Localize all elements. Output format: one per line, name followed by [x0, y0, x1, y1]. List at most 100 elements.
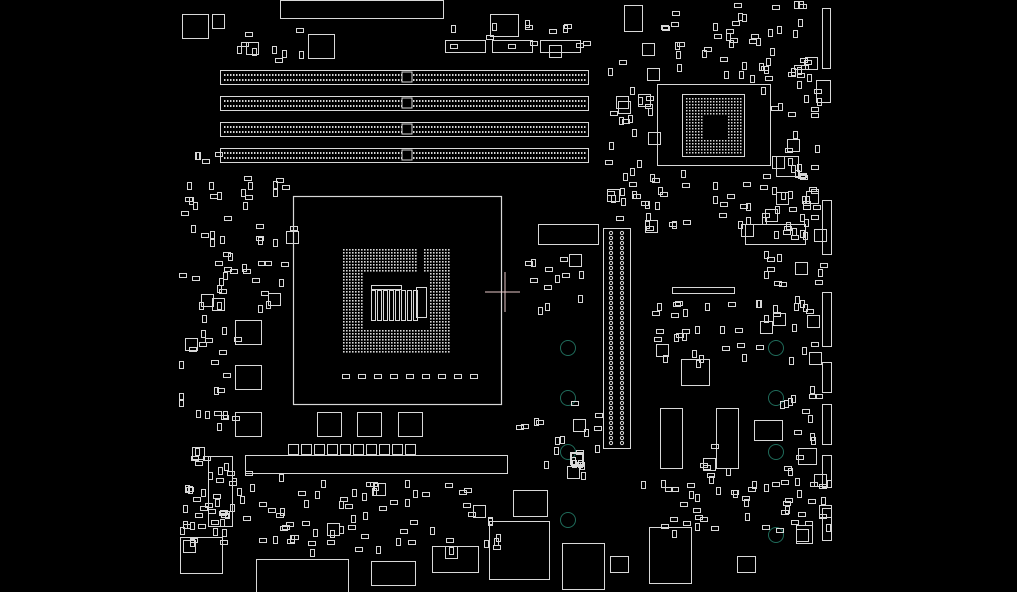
passive[interactable] [800, 300, 805, 308]
passive[interactable] [220, 510, 228, 515]
passive[interactable] [655, 202, 660, 210]
passive[interactable] [202, 315, 207, 323]
passive[interactable] [675, 42, 680, 50]
passive[interactable] [673, 302, 681, 307]
passive[interactable] [720, 326, 725, 334]
passive[interactable] [820, 263, 828, 268]
passive[interactable] [241, 42, 249, 47]
passive[interactable] [408, 540, 416, 545]
passive[interactable] [756, 38, 761, 46]
passive[interactable] [217, 423, 222, 431]
passive[interactable] [234, 337, 242, 342]
passive[interactable] [805, 196, 810, 204]
passive[interactable] [739, 71, 744, 79]
capacitor[interactable] [379, 444, 390, 455]
passive[interactable] [724, 71, 729, 79]
passive[interactable] [210, 231, 215, 239]
passive[interactable] [713, 196, 718, 204]
ic[interactable] [286, 231, 299, 244]
passive[interactable] [376, 546, 381, 554]
passive[interactable] [308, 541, 316, 546]
passive[interactable] [422, 492, 430, 497]
passive[interactable] [689, 491, 694, 499]
passive[interactable] [192, 276, 200, 281]
passive[interactable] [609, 142, 614, 150]
passive[interactable] [817, 98, 822, 106]
passive[interactable] [711, 444, 719, 449]
passive[interactable] [413, 490, 418, 498]
passive[interactable] [732, 21, 740, 26]
passive[interactable] [808, 499, 816, 504]
passive[interactable] [798, 512, 806, 517]
passive[interactable] [243, 202, 248, 210]
passive[interactable] [784, 400, 789, 408]
super-io[interactable] [681, 359, 710, 386]
passive[interactable] [191, 225, 196, 233]
passive[interactable] [205, 503, 213, 508]
ic[interactable] [648, 132, 661, 145]
dimm-slot-2[interactable] [220, 96, 589, 111]
passive[interactable] [699, 355, 704, 363]
passive[interactable] [179, 399, 184, 407]
passive[interactable] [770, 48, 775, 56]
passive[interactable] [223, 272, 228, 280]
passive[interactable] [211, 360, 219, 365]
passive[interactable] [728, 302, 736, 307]
passive[interactable] [695, 494, 700, 502]
passive[interactable] [677, 42, 685, 47]
header[interactable] [445, 40, 486, 53]
passive[interactable] [676, 333, 684, 338]
passive[interactable] [258, 261, 266, 266]
passive[interactable] [731, 490, 739, 495]
passive[interactable] [813, 205, 821, 210]
passive[interactable] [797, 490, 802, 498]
passive[interactable] [796, 455, 804, 460]
passive[interactable] [492, 23, 497, 31]
passive[interactable] [330, 530, 335, 538]
passive[interactable] [405, 499, 410, 507]
passive[interactable] [745, 513, 750, 521]
passive[interactable] [781, 480, 789, 485]
passive[interactable] [669, 222, 677, 227]
capacitor[interactable] [454, 374, 462, 379]
passive[interactable] [459, 490, 467, 495]
passive[interactable] [390, 500, 398, 505]
passive[interactable] [205, 411, 210, 419]
passive[interactable] [788, 158, 793, 166]
capacitor[interactable] [340, 444, 351, 455]
passive[interactable] [410, 520, 418, 525]
passive[interactable] [232, 416, 240, 421]
header-vertical[interactable] [822, 404, 832, 445]
passive[interactable] [252, 48, 257, 56]
passive[interactable] [208, 509, 216, 514]
capacitor[interactable] [358, 374, 366, 379]
chip[interactable] [308, 34, 335, 59]
passive[interactable] [797, 164, 802, 172]
passive[interactable] [275, 58, 283, 63]
passive[interactable] [508, 44, 516, 49]
passive[interactable] [784, 466, 792, 471]
capacitor[interactable] [406, 374, 414, 379]
passive[interactable] [705, 303, 710, 311]
passive[interactable] [767, 267, 775, 272]
passive[interactable] [637, 160, 642, 168]
passive[interactable] [273, 536, 278, 544]
passive[interactable] [707, 473, 715, 478]
passive[interactable] [562, 273, 570, 278]
passive[interactable] [781, 192, 786, 200]
passive[interactable] [648, 108, 653, 116]
passive[interactable] [280, 526, 288, 531]
passive[interactable] [784, 226, 792, 231]
passive[interactable] [646, 96, 654, 101]
passive[interactable] [264, 261, 272, 266]
passive[interactable] [221, 415, 229, 420]
passive[interactable] [779, 282, 787, 287]
passive[interactable] [700, 463, 708, 468]
passive[interactable] [764, 271, 769, 279]
passive[interactable] [767, 257, 775, 262]
passive[interactable] [213, 528, 218, 536]
passive[interactable] [765, 76, 773, 81]
passive[interactable] [811, 113, 819, 118]
passive[interactable] [195, 461, 203, 466]
passive[interactable] [791, 165, 796, 173]
